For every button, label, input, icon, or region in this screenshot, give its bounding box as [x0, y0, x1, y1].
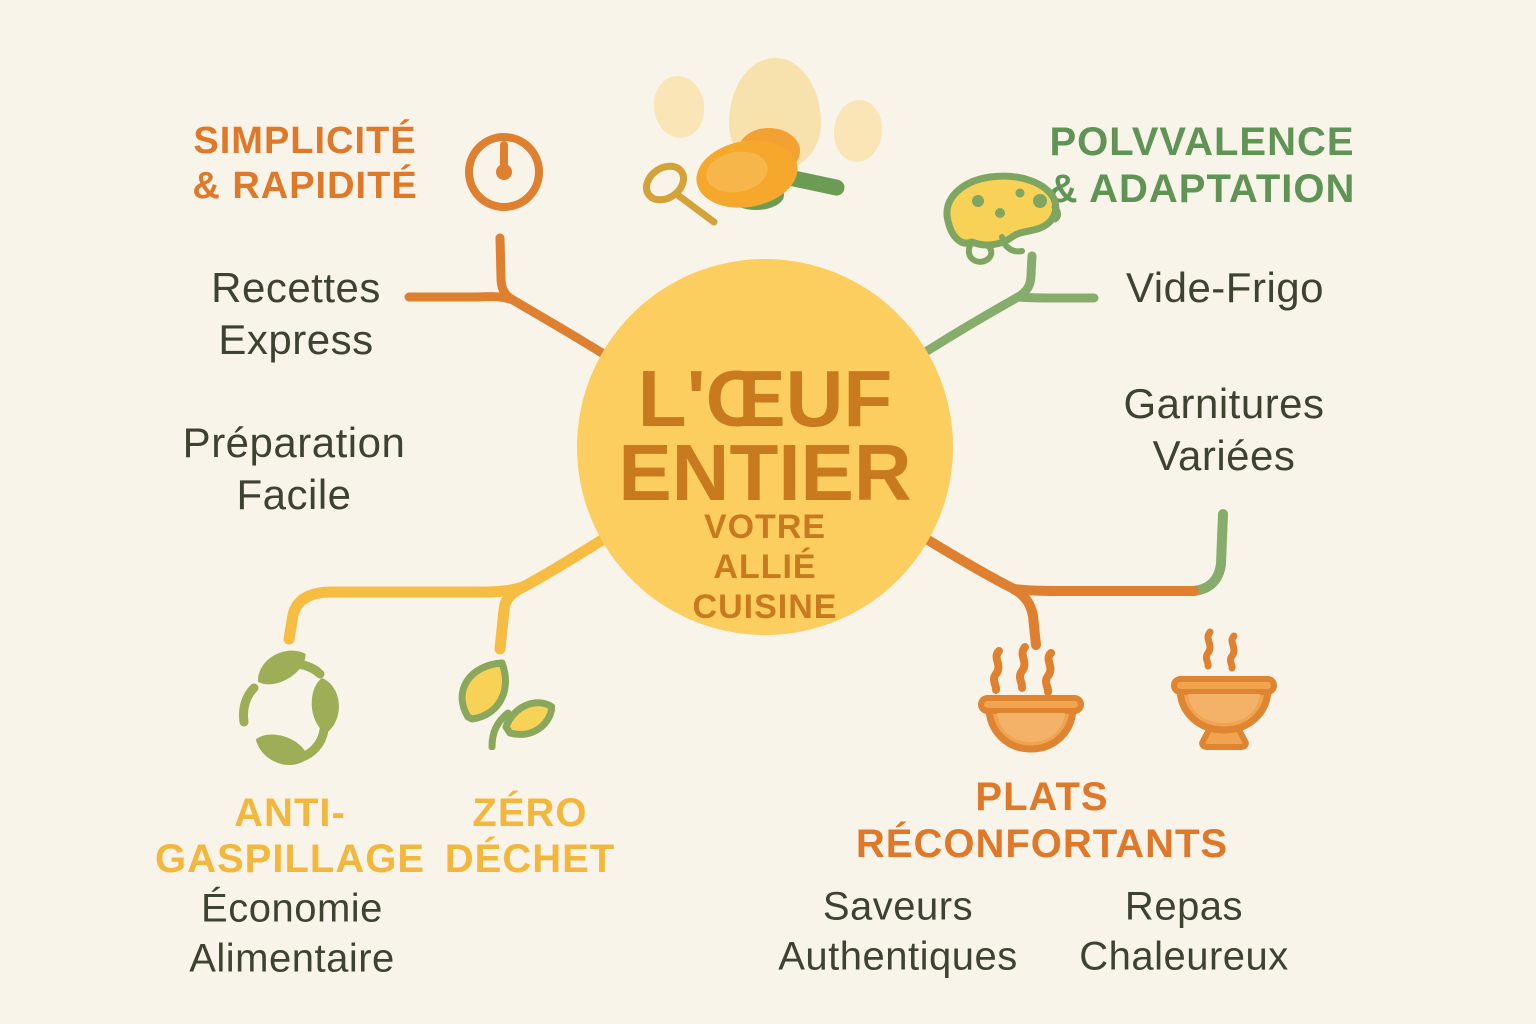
item-garnitures-variees: Garnitures Variées	[1123, 379, 1325, 479]
clock-icon	[465, 133, 543, 211]
central-subtitle: VOTRE ALLIÉ CUISINE	[692, 508, 838, 627]
eggs-and-spoons-illustration	[642, 58, 883, 226]
steaming-bowl-icon	[978, 643, 1084, 753]
item-recettes-express: Recettes Express	[211, 263, 381, 363]
recycle-leaves-icon	[239, 650, 339, 765]
item-saveurs-authentiques: Saveurs Authentiques	[778, 884, 1018, 978]
leaf-sprout-icon	[458, 659, 555, 750]
central-title: L'ŒUF ENTIER	[618, 354, 912, 518]
footed-bowl-icon	[1171, 628, 1277, 750]
chameleon-icon	[943, 172, 1062, 265]
branch-heading-simplicite: SIMPLICITÉ & RAPIDITÉ	[192, 120, 418, 207]
branch-heading-anti-gaspillage: ANTI- GASPILLAGE	[154, 791, 426, 881]
branch-heading-plats-reconfortants: PLATS RÉCONFORTANTS	[855, 774, 1229, 866]
branch-heading-zero-dechet: ZÉRO DÉCHET	[444, 791, 616, 881]
branch-heading-polyvalence: POLVVALENCE & ADAPTATION	[1048, 119, 1356, 211]
item-preparation-facile: Préparation Facile	[182, 418, 406, 518]
item-repas-chaleureux: Repas Chaleureux	[1079, 884, 1289, 978]
central-node: L'ŒUF ENTIER VOTRE ALLIÉ CUISINE	[577, 259, 953, 635]
item-economie-alimentaire: Économie Alimentaire	[189, 886, 395, 980]
item-vide-frigo: Vide-Frigo	[1126, 263, 1324, 311]
